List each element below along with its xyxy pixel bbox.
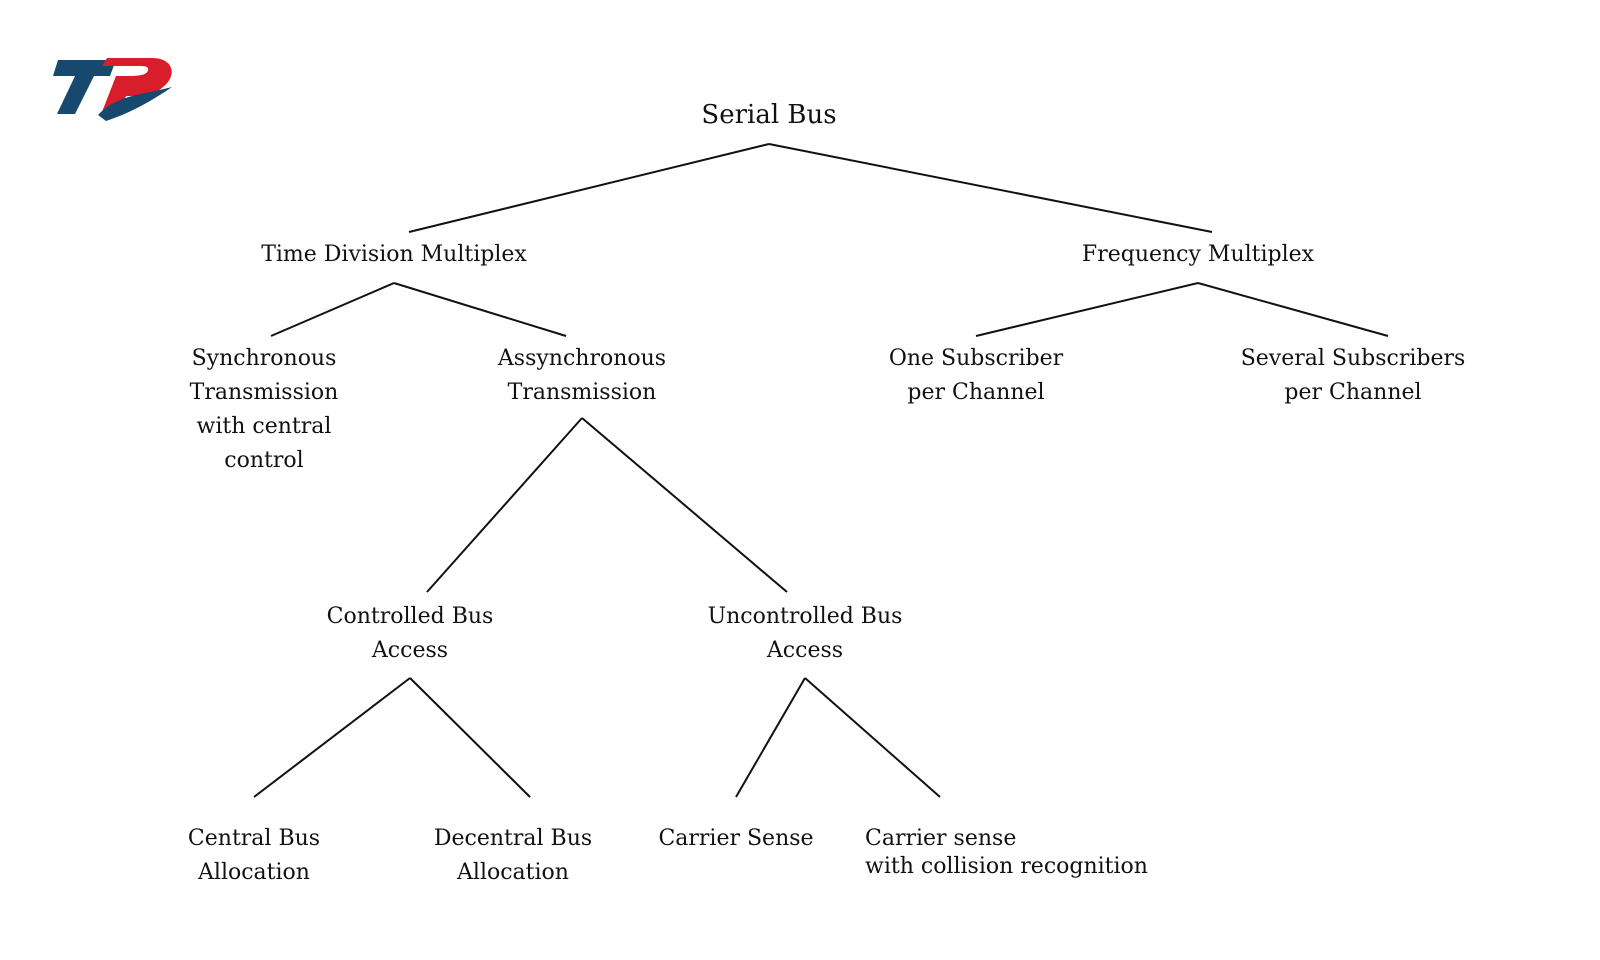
edge-root-frequency	[768, 143, 1213, 233]
node-several-subscribers-per-channel: Several Subscribers per Channel	[1241, 342, 1466, 410]
node-line: Controlled Bus	[326, 604, 494, 629]
node-line: Allocation	[457, 860, 569, 885]
node-assynchronous-transmission: Assynchronous Transmission	[498, 342, 666, 410]
edge-controlled-decentral	[409, 677, 531, 798]
node-carrier-sense-collision-recognition: Carrier sense with collision recognition	[865, 825, 1148, 881]
node-line: Carrier sense	[865, 826, 1017, 851]
edge-uncontrolled-carrier	[735, 677, 806, 798]
edge-root-tdm	[408, 143, 770, 233]
edge-frequency-one	[975, 282, 1199, 337]
node-line: Access	[371, 638, 449, 663]
node-line: with central	[196, 414, 332, 439]
logo-p-shape	[102, 58, 172, 112]
node-frequency-multiplex: Frequency Multiplex	[1082, 238, 1314, 272]
node-line: with collision recognition	[865, 854, 1148, 879]
node-line: Central Bus	[187, 826, 321, 851]
node-line: control	[224, 448, 304, 473]
node-line: Uncontrolled Bus	[707, 604, 903, 629]
logo-swoosh-shape	[98, 87, 172, 121]
edge-tdm-async	[393, 282, 567, 337]
edge-tdm-sync	[270, 282, 395, 337]
edge-async-uncontrolled	[581, 417, 788, 593]
node-carrier-sense: Carrier Sense	[658, 822, 813, 856]
node-line: per Channel	[907, 380, 1045, 405]
edge-controlled-central	[253, 677, 411, 798]
node-controlled-bus-access: Controlled Bus Access	[327, 600, 494, 668]
node-time-division-multiplex: Time Division Multiplex	[261, 238, 527, 272]
node-line: Transmission	[189, 380, 339, 405]
node-one-subscriber-per-channel: One Subscriber per Channel	[889, 342, 1063, 410]
node-uncontrolled-bus-access: Uncontrolled Bus Access	[708, 600, 903, 668]
node-line: Frequency Multiplex	[1081, 242, 1315, 267]
edge-frequency-several	[1197, 282, 1389, 337]
node-line: per Channel	[1284, 380, 1422, 405]
node-line: Carrier Sense	[658, 826, 814, 851]
node-line: Decentral Bus	[433, 826, 593, 851]
node-central-bus-allocation: Central Bus Allocation	[188, 822, 320, 890]
tp-logo-icon	[53, 58, 172, 121]
edge-async-controlled	[426, 417, 583, 593]
node-line: Transmission	[507, 380, 657, 405]
node-line: One Subscriber	[888, 346, 1064, 371]
node-line: Allocation	[198, 860, 310, 885]
node-line: Access	[766, 638, 844, 663]
logo-t-shape	[53, 60, 116, 114]
node-line: Synchronous	[191, 346, 337, 371]
node-line: Several Subscribers	[1240, 346, 1466, 371]
node-line: Time Division Multiplex	[261, 242, 527, 267]
node-synchronous-transmission: Synchronous Transmission with central co…	[190, 342, 339, 478]
edge-uncontrolled-collision	[804, 677, 941, 798]
node-decentral-bus-allocation: Decentral Bus Allocation	[434, 822, 592, 890]
node-line: Assynchronous	[497, 346, 667, 371]
node-serial-bus: Serial Bus	[701, 97, 836, 133]
node-line: Serial Bus	[701, 100, 837, 130]
